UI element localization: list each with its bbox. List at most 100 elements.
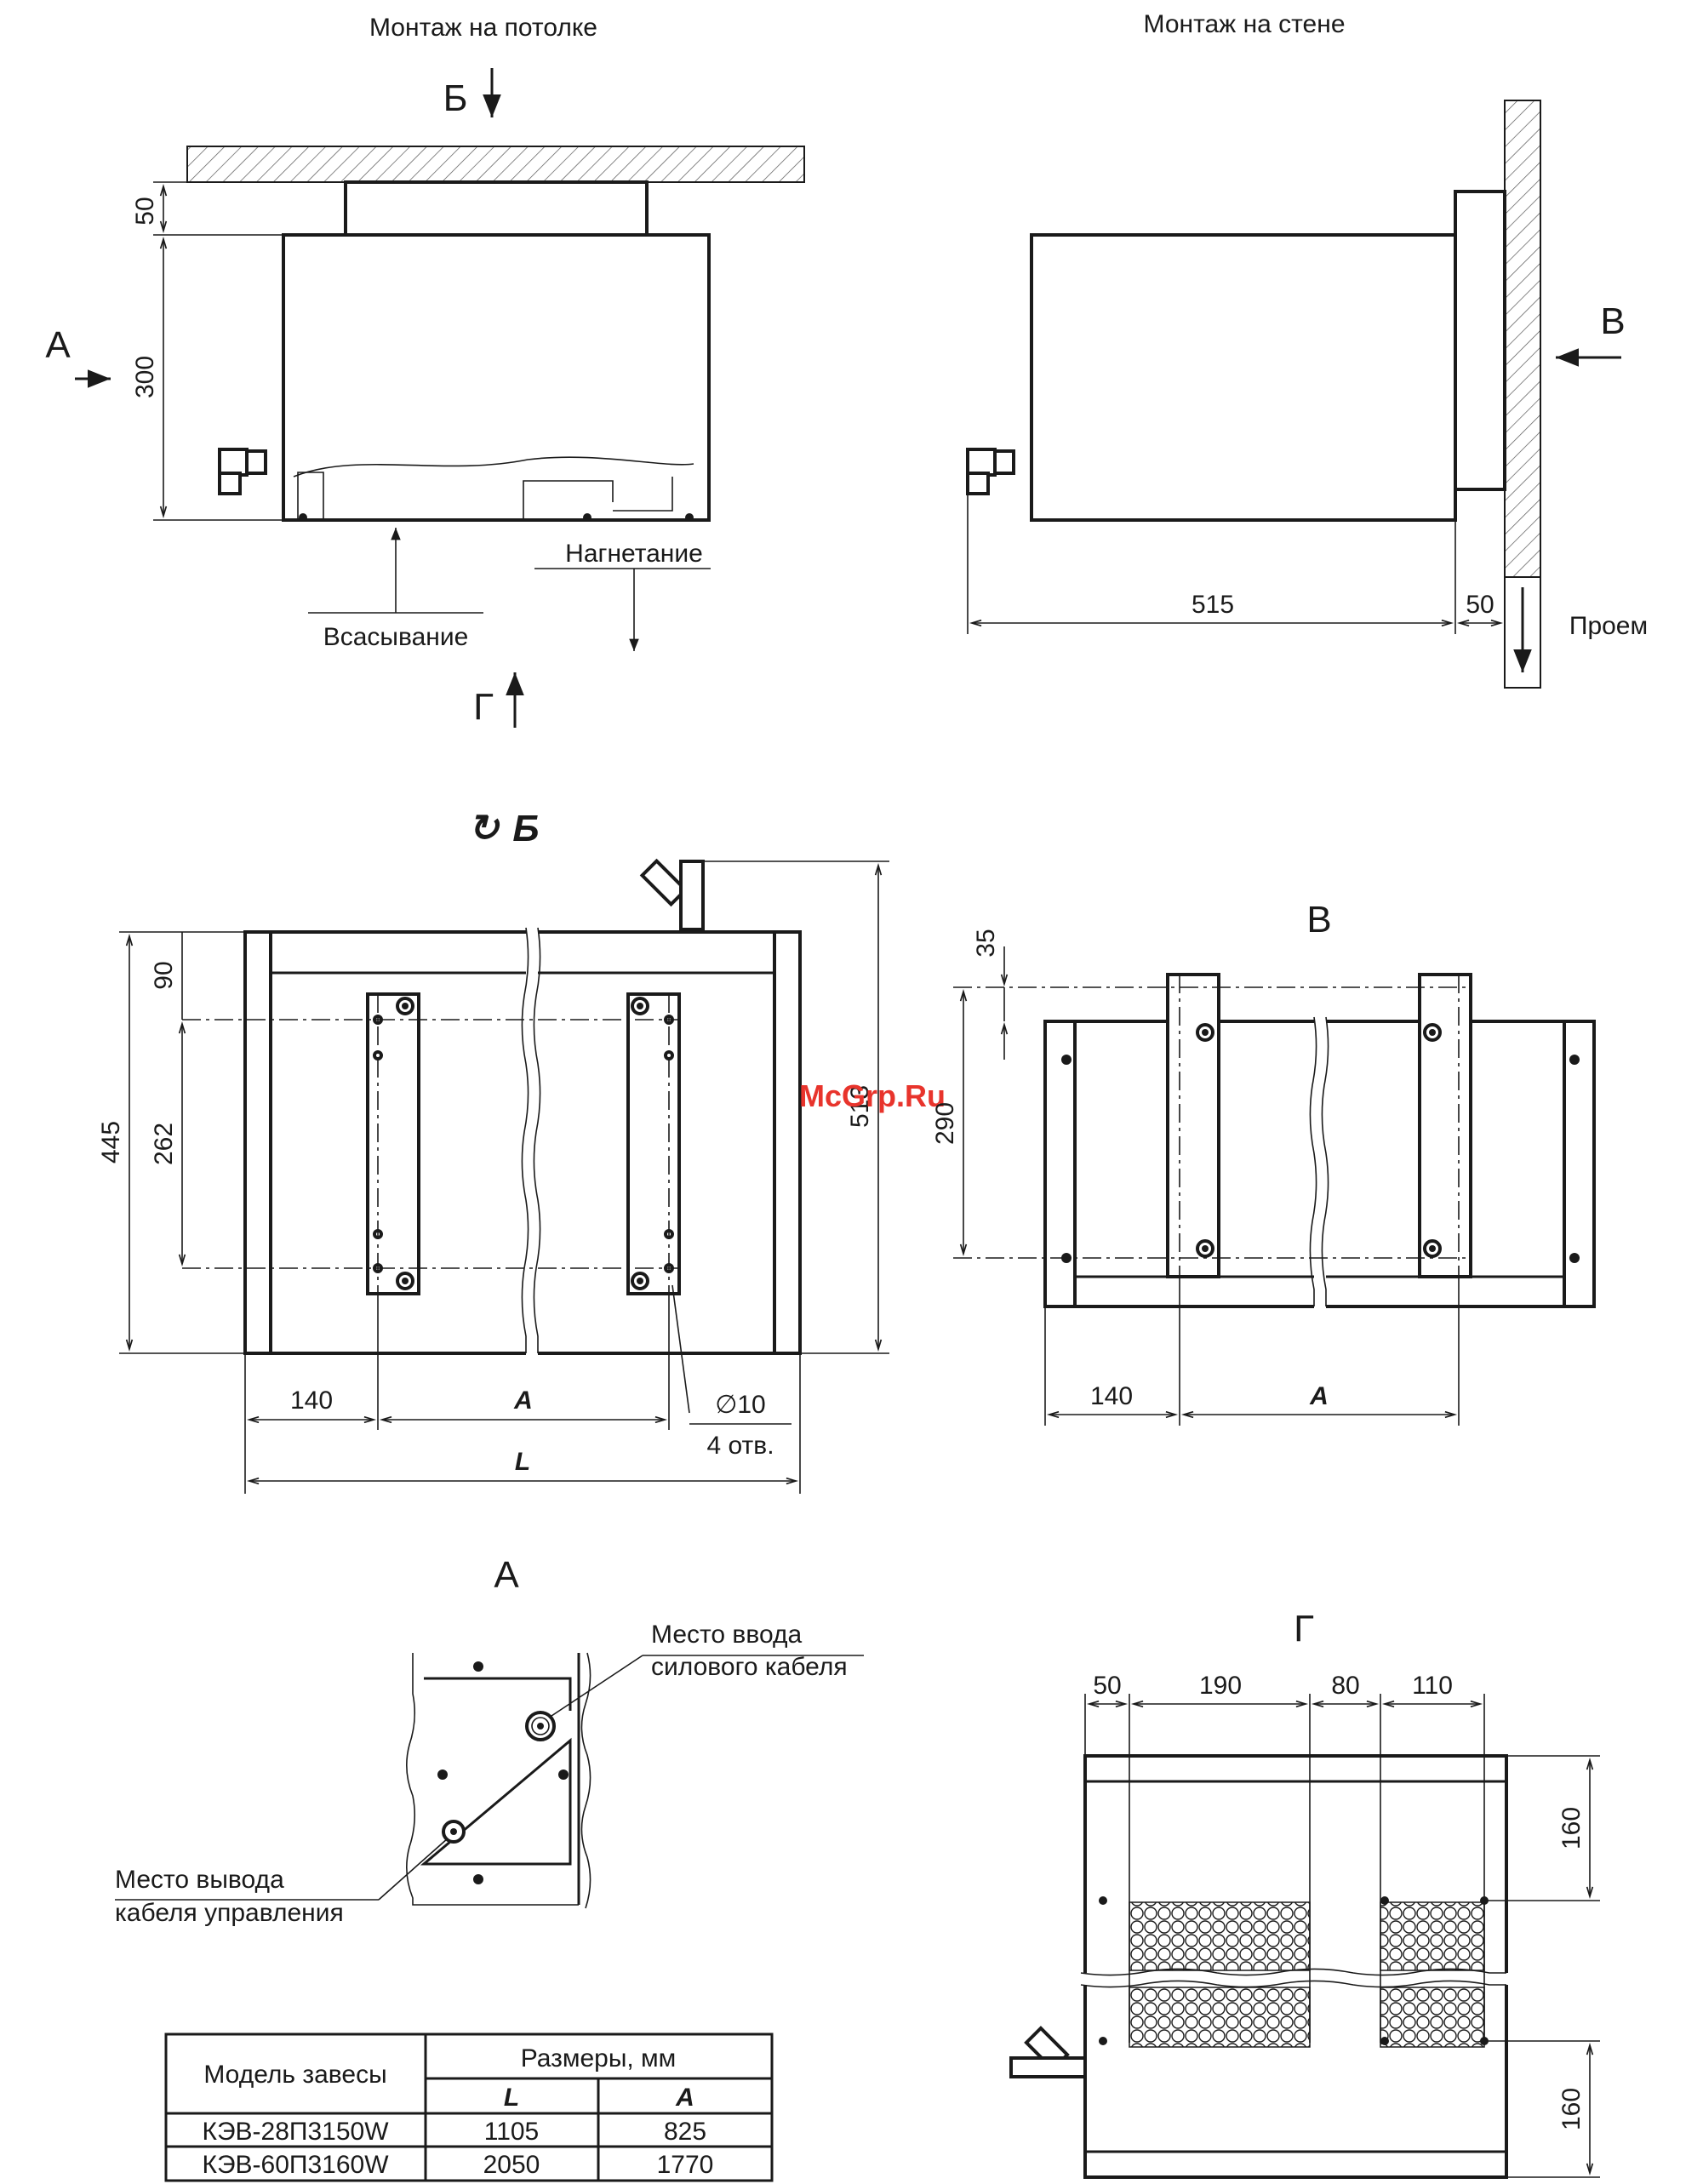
dim-35: 35 bbox=[972, 929, 1000, 957]
view-a-marker: А bbox=[45, 324, 71, 366]
cutaway-line bbox=[293, 456, 694, 477]
view-g: Г 50 190 80 110 160 1 bbox=[1009, 1608, 1600, 2179]
fixing-hole bbox=[1569, 1253, 1580, 1263]
view-g-marker: Г bbox=[473, 686, 494, 728]
wall-mount-title: Монтаж на стене bbox=[1144, 10, 1346, 38]
dimensions-table: Модель завесы Размеры, мм L A КЭВ-28П315… bbox=[164, 2032, 774, 2182]
dim-g-110: 110 bbox=[1412, 1672, 1453, 1700]
view-a: А Место ввода силового кабеля Место выво… bbox=[115, 1554, 864, 1927]
bracket-left bbox=[366, 992, 420, 1295]
dim-290: 290 bbox=[931, 1102, 959, 1145]
table-header-model: Модель завесы bbox=[203, 2061, 386, 2089]
foot bbox=[299, 513, 307, 522]
intake-label: Всасывание bbox=[323, 623, 469, 651]
hole-center bbox=[1202, 1029, 1209, 1036]
fixing-hole bbox=[1380, 2037, 1389, 2045]
foot bbox=[685, 513, 694, 522]
ceiling-slab bbox=[186, 146, 805, 183]
control-cable-label-line2: кабеля управления bbox=[115, 1899, 344, 1927]
power-cable-label-line2: силового кабеля bbox=[651, 1653, 848, 1681]
pipe-nut bbox=[993, 449, 1015, 475]
view-g-title: Г bbox=[1294, 1608, 1314, 1649]
dim-g-160-top: 160 bbox=[1557, 1807, 1586, 1850]
fixing-hole bbox=[1380, 1896, 1389, 1905]
dim-g-190: 190 bbox=[1199, 1672, 1242, 1700]
table-row-2-a: 1770 bbox=[657, 2151, 714, 2179]
dim-a-v: A bbox=[1309, 1382, 1329, 1410]
hole-count: 4 отв. bbox=[706, 1432, 774, 1460]
view-v: В 35 290 140 A bbox=[931, 899, 1596, 1426]
dim-a-b: A bbox=[513, 1386, 533, 1415]
view-b-marker: Б bbox=[443, 77, 468, 119]
table-row-1-l: 1105 bbox=[484, 2118, 540, 2146]
view-b-rotation-symbol: ↻ bbox=[468, 808, 500, 849]
screw bbox=[437, 1769, 448, 1780]
wall-upper bbox=[1504, 100, 1541, 578]
dim-90: 90 bbox=[150, 961, 178, 989]
power-cable-label-line1: Место ввода bbox=[651, 1621, 803, 1649]
unit-body-ceiling bbox=[282, 233, 711, 522]
pipe-fitting bbox=[966, 448, 997, 477]
table-frame bbox=[164, 2032, 774, 2182]
table-row-2-l: 2050 bbox=[483, 2151, 540, 2179]
dim-g-80: 80 bbox=[1331, 1672, 1359, 1700]
view-a-title: А bbox=[494, 1554, 519, 1596]
hole-diameter: ∅10 bbox=[715, 1391, 766, 1419]
view-b: ↻ Б 445 90 262 bbox=[97, 808, 889, 1494]
power-cable-gland-inner bbox=[531, 1717, 550, 1735]
break-gap bbox=[1077, 1973, 1515, 1985]
intake-grille-lower-right bbox=[1380, 1987, 1485, 2048]
break-line-bottom bbox=[1080, 1980, 1506, 1988]
inlet-pipe bbox=[639, 858, 689, 907]
dim-300: 300 bbox=[131, 356, 159, 398]
break-line-top bbox=[1080, 1968, 1506, 1976]
fixing-hole bbox=[1099, 2037, 1107, 2045]
table-header-dims: Размеры, мм bbox=[521, 2044, 677, 2073]
discharge-label: Нагнетание bbox=[565, 540, 703, 568]
wall-mount-view: Монтаж на стене В 515 50 Проем bbox=[966, 10, 1648, 689]
hole-center bbox=[637, 1003, 643, 1009]
dim-513: 513 bbox=[846, 1085, 874, 1128]
fixing-hole bbox=[1099, 1896, 1107, 1905]
detail-break-right bbox=[580, 1652, 591, 1909]
hole-center bbox=[637, 1278, 643, 1284]
pipe-fitting bbox=[218, 448, 249, 477]
internal-fan-outline bbox=[297, 472, 673, 519]
screw bbox=[558, 1769, 569, 1780]
dim-140-b: 140 bbox=[290, 1386, 333, 1415]
hole-center bbox=[1429, 1245, 1436, 1252]
table-row-1-a: 825 bbox=[664, 2118, 706, 2146]
dim-445: 445 bbox=[97, 1121, 125, 1163]
ceiling-mount-title: Монтаж на потолке bbox=[369, 14, 597, 42]
dim-g-160-bottom: 160 bbox=[1557, 2088, 1586, 2130]
ceiling-bracket bbox=[344, 180, 649, 237]
intake-grille-upper-right bbox=[1380, 1901, 1485, 1971]
intake-grille-upper-left bbox=[1129, 1901, 1311, 1971]
pipe-elbow bbox=[966, 472, 990, 495]
dim-50-ceiling: 50 bbox=[131, 197, 159, 225]
bracket-right bbox=[1418, 973, 1472, 1278]
wall-bracket bbox=[1454, 190, 1506, 491]
dim-515: 515 bbox=[1192, 591, 1234, 619]
opening-label: Проем bbox=[1569, 612, 1648, 640]
hole-center bbox=[402, 1278, 409, 1284]
table-row-2-model: КЭВ-60П3160W bbox=[202, 2151, 389, 2179]
inlet-pipe-riser bbox=[679, 860, 705, 931]
screw bbox=[473, 1661, 483, 1672]
break-gap bbox=[526, 923, 538, 1362]
inlet-pipe-horizontal bbox=[1009, 2056, 1087, 2078]
pipe-elbow bbox=[218, 472, 242, 495]
unit-body-wall bbox=[1030, 233, 1457, 522]
dim-262: 262 bbox=[150, 1123, 178, 1165]
intake-grille-lower-left bbox=[1129, 1987, 1311, 2048]
hole-center bbox=[402, 1003, 409, 1009]
bracket-left bbox=[1166, 973, 1220, 1278]
hole-leader bbox=[671, 1284, 690, 1414]
fixing-hole bbox=[1569, 1055, 1580, 1065]
view-v-marker: В bbox=[1600, 300, 1625, 342]
view-v-title: В bbox=[1306, 899, 1331, 940]
foot bbox=[583, 513, 591, 522]
view-b-title: Б bbox=[512, 808, 539, 849]
bracket-right bbox=[626, 992, 681, 1295]
